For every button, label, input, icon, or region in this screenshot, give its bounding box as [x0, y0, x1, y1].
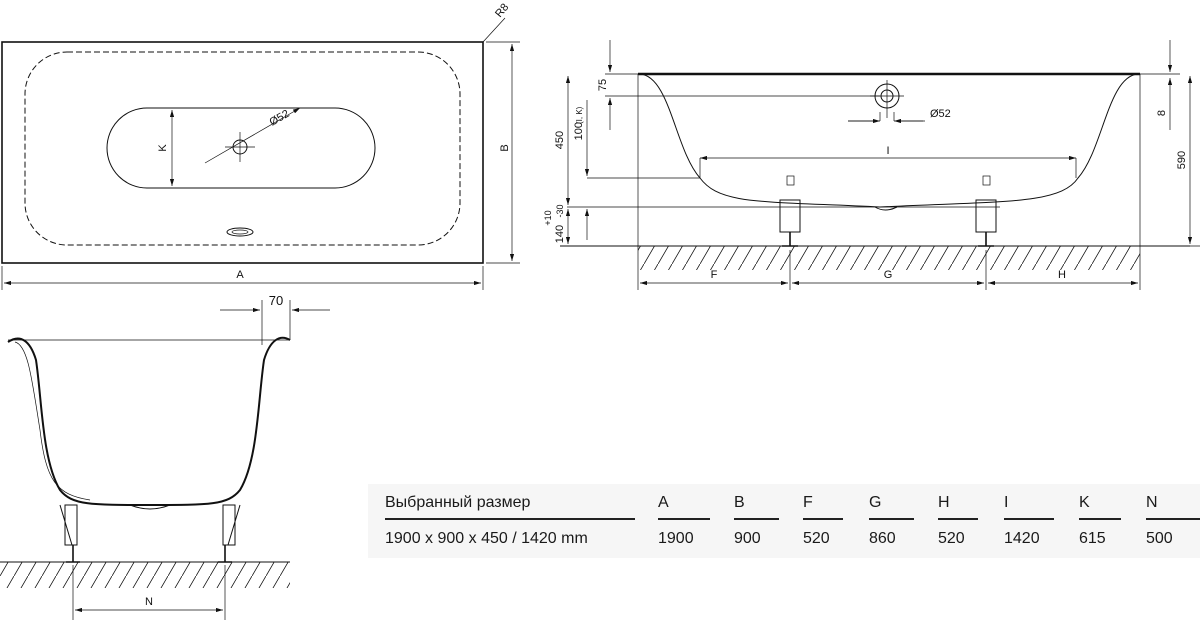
- dim-b-label: B: [499, 144, 511, 151]
- size-table: Выбранный размер A B F G H I K N 1900 x …: [368, 484, 1200, 558]
- table-header-f: F: [803, 494, 843, 520]
- tolerance-minus: -30: [555, 204, 565, 217]
- leg-left: [779, 175, 801, 247]
- dim-70-label: 70: [269, 293, 283, 308]
- top-view: A B K R8 Ø52: [1, 1, 520, 290]
- dim-140-label: 140: [554, 225, 566, 243]
- dim-a-label: A: [236, 269, 244, 281]
- table-header-i: I: [1004, 494, 1054, 520]
- overflow-diameter-label: Ø52: [930, 108, 951, 120]
- leg-right: [975, 175, 997, 247]
- dim-75-label: 75: [597, 79, 609, 91]
- table-header-a: A: [658, 494, 710, 520]
- drain-diameter-label: Ø52: [268, 108, 292, 129]
- side-view: 75 450 100 (I, K) +10 -30 140 I Ø52 8 59…: [543, 40, 1200, 290]
- dim-k-label: K: [157, 144, 169, 152]
- dim-590-label: 590: [1176, 151, 1188, 169]
- dim-100-note: (I, K): [575, 106, 584, 124]
- table-value-b: 900: [734, 530, 761, 547]
- dim-h-label: H: [1058, 269, 1066, 281]
- dim-f-label: F: [711, 269, 718, 281]
- table-value-i: 1420: [1004, 530, 1040, 547]
- dim-n-label: N: [145, 596, 153, 608]
- table-header-b: B: [734, 494, 779, 520]
- table-value-a: 1900: [658, 530, 694, 547]
- table-header-k: K: [1079, 494, 1121, 520]
- section-view: 70 N: [0, 293, 330, 620]
- overflow-icon: [226, 227, 254, 237]
- table-value-f: 520: [803, 530, 830, 547]
- tolerance-plus: +10: [543, 210, 553, 225]
- table-value-size: 1900 x 900 x 450 / 1420 mm: [385, 530, 588, 547]
- table-header-size: Выбранный размер: [385, 494, 635, 520]
- dim-8-label: 8: [1156, 110, 1168, 116]
- dim-g-label: G: [884, 269, 893, 281]
- table-header-g: G: [869, 494, 914, 520]
- dim-450-label: 450: [554, 131, 566, 149]
- dim-100-label: 100: [573, 122, 585, 140]
- table-value-h: 520: [938, 530, 965, 547]
- table-header-n: N: [1146, 494, 1200, 520]
- table-value-k: 615: [1079, 530, 1106, 547]
- table-value-g: 860: [869, 530, 896, 547]
- dim-i-label: I: [886, 145, 889, 157]
- table-header-h: H: [938, 494, 978, 520]
- table-value-n: 500: [1146, 530, 1173, 547]
- radius-label: R8: [493, 1, 511, 19]
